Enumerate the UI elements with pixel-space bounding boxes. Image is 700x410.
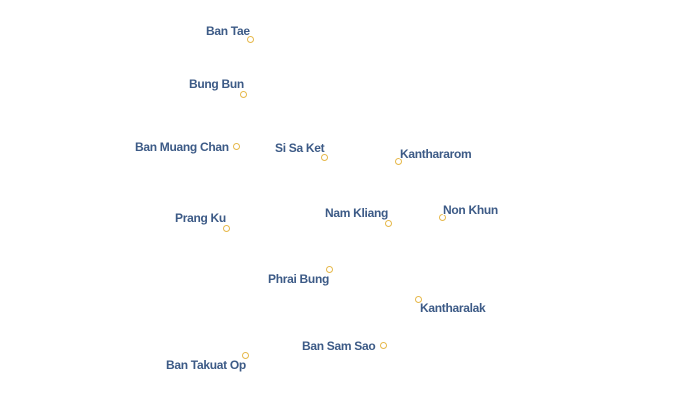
place-marker-ban-takuat-op[interactable] <box>242 352 249 359</box>
place-label-bung-bun: Bung Bun <box>189 77 244 91</box>
place-marker-ban-sam-sao[interactable] <box>380 342 387 349</box>
place-label-prang-ku: Prang Ku <box>175 211 226 225</box>
place-marker-ban-muang-chan[interactable] <box>233 143 240 150</box>
place-label-ban-tae: Ban Tae <box>206 24 250 38</box>
place-label-ban-takuat-op: Ban Takuat Op <box>166 358 246 372</box>
place-marker-prang-ku[interactable] <box>223 225 230 232</box>
place-marker-kanthararom[interactable] <box>395 158 402 165</box>
place-label-non-khun: Non Khun <box>443 203 498 217</box>
place-marker-ban-tae[interactable] <box>247 36 254 43</box>
place-marker-nam-kliang[interactable] <box>385 220 392 227</box>
place-marker-bung-bun[interactable] <box>240 91 247 98</box>
place-label-nam-kliang: Nam Kliang <box>325 206 389 220</box>
place-label-kanthararom: Kanthararom <box>400 147 472 161</box>
place-label-si-sa-ket: Si Sa Ket <box>275 141 325 155</box>
place-label-ban-muang-chan: Ban Muang Chan <box>135 140 229 154</box>
place-label-ban-sam-sao: Ban Sam Sao <box>302 339 376 353</box>
place-marker-phrai-bung[interactable] <box>326 266 333 273</box>
place-marker-non-khun[interactable] <box>439 214 446 221</box>
place-label-kantharalak: Kantharalak <box>420 301 486 315</box>
place-label-phrai-bung: Phrai Bung <box>268 272 330 286</box>
place-marker-si-sa-ket[interactable] <box>321 154 328 161</box>
place-marker-kantharalak[interactable] <box>415 296 422 303</box>
